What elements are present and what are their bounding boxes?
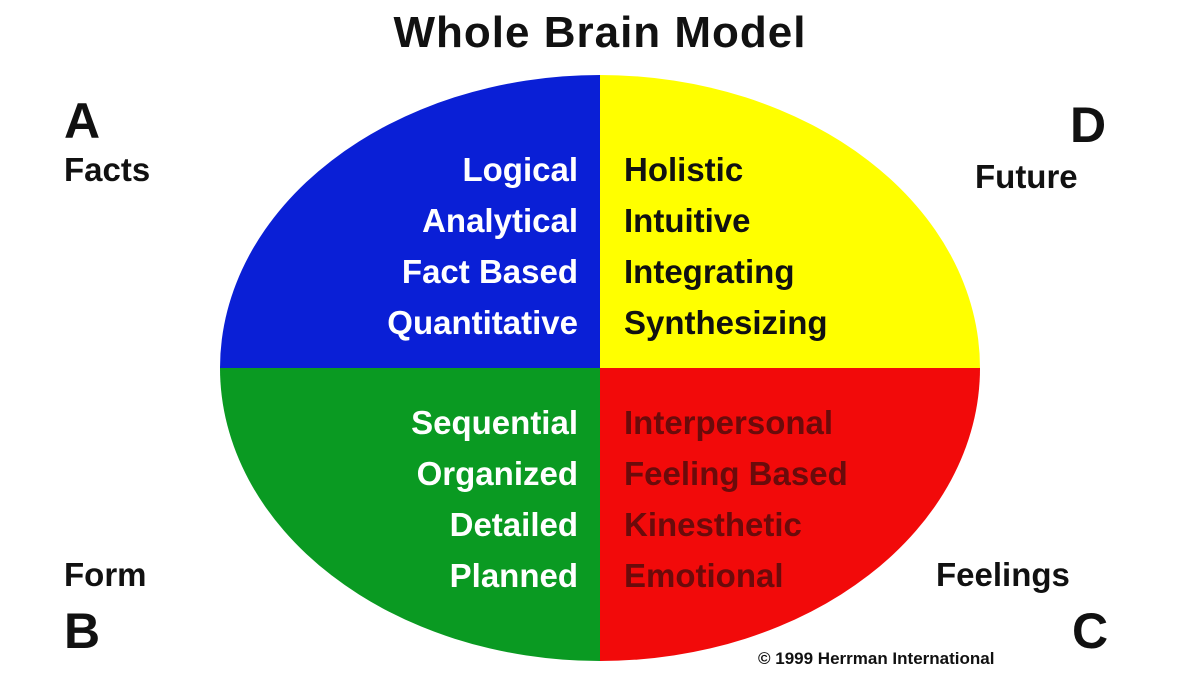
diagram-title: Whole Brain Model xyxy=(393,8,807,57)
quadrant-c-trait: Feeling Based xyxy=(624,455,848,492)
quadrant-d-trait: Holistic xyxy=(624,151,744,188)
quadrant-d-label: Future xyxy=(975,158,1078,195)
quadrant-c-letter: C xyxy=(1072,603,1109,659)
quadrant-a-area xyxy=(220,75,600,368)
quadrant-a-label: Facts xyxy=(64,151,151,188)
quadrant-b-trait: Organized xyxy=(416,455,578,492)
quadrant-b-label: Form xyxy=(64,556,147,593)
quadrant-d-letter: D xyxy=(1070,97,1107,153)
quadrant-a-trait: Analytical xyxy=(422,202,578,239)
quadrant-a-letter: A xyxy=(64,93,101,149)
quadrant-a-trait: Logical xyxy=(462,151,578,188)
quadrant-c-label: Feelings xyxy=(936,556,1070,593)
quadrant-b-area xyxy=(220,368,600,661)
quadrant-b-trait: Detailed xyxy=(449,506,578,543)
quadrant-c-trait: Emotional xyxy=(624,557,784,594)
quadrant-c-trait: Kinesthetic xyxy=(624,506,802,543)
quadrant-b-letter: B xyxy=(64,603,101,659)
copyright-notice: © 1999 Herrman International xyxy=(758,649,995,668)
quadrant-d-trait: Intuitive xyxy=(624,202,751,239)
quadrant-d-trait: Synthesizing xyxy=(624,304,828,341)
quadrant-d-area xyxy=(600,75,980,368)
quadrant-c-area xyxy=(600,368,980,661)
quadrant-a-trait: Quantitative xyxy=(387,304,578,341)
quadrant-b-trait: Planned xyxy=(449,557,578,594)
quadrant-b-trait: Sequential xyxy=(411,404,578,441)
quadrant-a-trait: Fact Based xyxy=(401,253,578,290)
quadrant-c-trait: Interpersonal xyxy=(624,404,834,441)
quadrant-d-trait: Integrating xyxy=(624,253,795,290)
